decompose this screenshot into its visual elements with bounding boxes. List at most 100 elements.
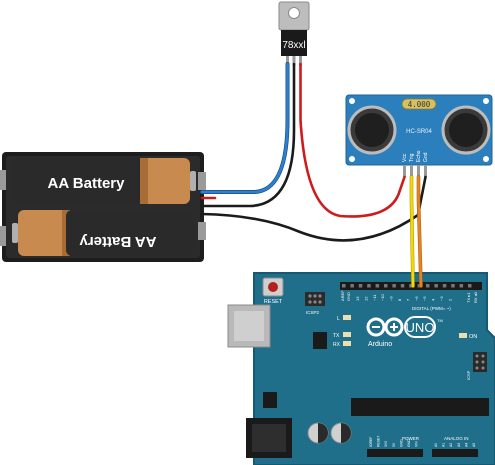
- analog-header: [432, 449, 478, 457]
- digital-pin-label: 4: [431, 298, 436, 301]
- logo-loop-right: [384, 317, 404, 337]
- wires: [200, 62, 427, 288]
- digital-header-hole[interactable]: [451, 284, 455, 288]
- icsp2-header: [305, 292, 325, 306]
- led-tx: [343, 332, 351, 337]
- battery-cell-1: AA Battery: [14, 158, 196, 204]
- sensor-pin-vcc: [403, 165, 406, 177]
- analog-label: ANALOG IN: [444, 436, 469, 441]
- usb-chip: [313, 332, 327, 349]
- aref-label: AREF: [340, 290, 345, 301]
- digital-pin-label: ~11: [372, 294, 377, 301]
- digital-pin-label: 12: [363, 296, 368, 301]
- power-pin-label: GND: [399, 439, 403, 447]
- digital-pin-label: 2: [447, 298, 452, 301]
- digital-header-hole[interactable]: [409, 284, 413, 288]
- digital-label: DIGITAL (PWM= ~): [412, 306, 451, 311]
- digital-pin-label: ~9: [389, 296, 394, 301]
- sensor-pin-gnd-label: Gnd: [423, 152, 429, 162]
- sensor-crystal: [401, 98, 437, 110]
- regulator-pin-out: [299, 56, 302, 66]
- arduino-brand-label: Arduino: [368, 341, 392, 348]
- power-pin-label: 3V3: [384, 441, 388, 447]
- sensor-model-label: HC-SR04: [406, 129, 432, 135]
- digital-header-hole[interactable]: [375, 284, 380, 288]
- led-rx-label: RX: [333, 342, 341, 348]
- battery-terminal-right-bottom: [198, 222, 206, 240]
- digital-header-hole[interactable]: [358, 284, 363, 288]
- battery-cell-1-body: [14, 158, 144, 204]
- digital-header-hole[interactable]: [426, 284, 430, 288]
- wire-black-regulator-ground: [200, 62, 296, 208]
- wire-blue-battery-to-regulator: [200, 62, 289, 194]
- rx-pin-label: RX ◂0: [473, 291, 478, 303]
- battery-cell-1-nub: [190, 171, 196, 191]
- digital-header-hole[interactable]: [350, 284, 354, 288]
- digital-header-hole[interactable]: [342, 284, 346, 288]
- atmega-chip: [351, 398, 489, 416]
- battery-pack: AA Battery AA Battery: [0, 152, 206, 262]
- digital-header-hole[interactable]: [468, 284, 472, 288]
- wire-red-regulator-to-sensor-vcc: [299, 62, 406, 218]
- reset-button-cap[interactable]: [268, 282, 278, 292]
- digital-pin-label: 13: [355, 296, 360, 301]
- digital-header-hole[interactable]: [367, 284, 371, 288]
- logo-loop-left: [366, 317, 386, 337]
- regulator-body: [281, 30, 307, 56]
- wire-orange-echo-to-pin6: [417, 175, 423, 288]
- power-pin-label: 5V: [392, 442, 396, 447]
- analog-pin-label: A3: [457, 443, 461, 447]
- regulator-mounting-hole: [288, 7, 300, 19]
- sensor-pin-trig-label: Trig: [409, 153, 415, 162]
- sensor-pin-echo-label: Echo: [416, 150, 422, 162]
- uno-badge: [404, 316, 436, 338]
- digital-header-hole[interactable]: [442, 284, 447, 288]
- battery-spring-left-bottom: [0, 226, 6, 246]
- icsp-label: ICSP: [466, 370, 471, 380]
- sensor-pin-vcc-label: Vcc: [402, 153, 408, 162]
- led-l: [343, 315, 351, 320]
- digital-header-hole[interactable]: [392, 284, 396, 288]
- digital-pin-label: ~6: [414, 296, 419, 301]
- battery-cell-1-cap: [140, 158, 190, 204]
- battery-cell-2-label: AA Battery: [79, 233, 157, 250]
- led-on-label: ON: [469, 334, 477, 340]
- led-tx-label: TX: [333, 333, 340, 339]
- analog-pin-label: A1: [442, 443, 446, 447]
- analog-pin-label: A2: [449, 443, 453, 447]
- led-rx: [343, 341, 351, 346]
- icsp2-label: ICSP2: [306, 310, 320, 315]
- digital-header-hole[interactable]: [384, 284, 388, 288]
- battery-cell-1-label: AA Battery: [48, 175, 126, 192]
- regulator-label: 78xxl: [282, 40, 305, 51]
- sensor-pin-gnd: [424, 165, 427, 177]
- wire-yellow-trig-to-pin7: [410, 175, 415, 288]
- power-label: POWER: [402, 436, 420, 441]
- gnd-label: GND: [346, 292, 351, 301]
- power-header: [367, 449, 423, 457]
- power-pin-label: VIN: [415, 441, 419, 447]
- digital-header-hole[interactable]: [459, 284, 464, 288]
- battery-spring-left-top: [0, 170, 6, 190]
- regulator-pin-in: [286, 56, 289, 66]
- digital-pin-label: ~10: [380, 293, 385, 301]
- analog-pin-label: A0: [434, 443, 438, 447]
- regulator-chip: [263, 392, 277, 408]
- led-on: [459, 333, 467, 338]
- battery-cell-2-body: [66, 210, 194, 256]
- digital-pin-label: 7: [405, 298, 410, 301]
- regulator-pin-gnd: [292, 56, 296, 66]
- sensor-pin-trig: [410, 165, 413, 177]
- digital-header-hole[interactable]: [400, 284, 405, 288]
- sensor-pin-echo: [417, 165, 420, 177]
- digital-pin-label: ~5: [422, 296, 427, 301]
- arduino-logo: UNO TM Arduino: [366, 316, 443, 348]
- battery-cell-2: AA Battery: [12, 210, 194, 256]
- digital-pin-label: 8: [397, 298, 402, 301]
- power-pin-label: RESET: [377, 436, 381, 447]
- digital-header-hole[interactable]: [434, 284, 438, 288]
- sensor-pins: Vcc Trig Echo Gnd: [402, 150, 429, 177]
- battery-cell-2-cap: [18, 210, 70, 256]
